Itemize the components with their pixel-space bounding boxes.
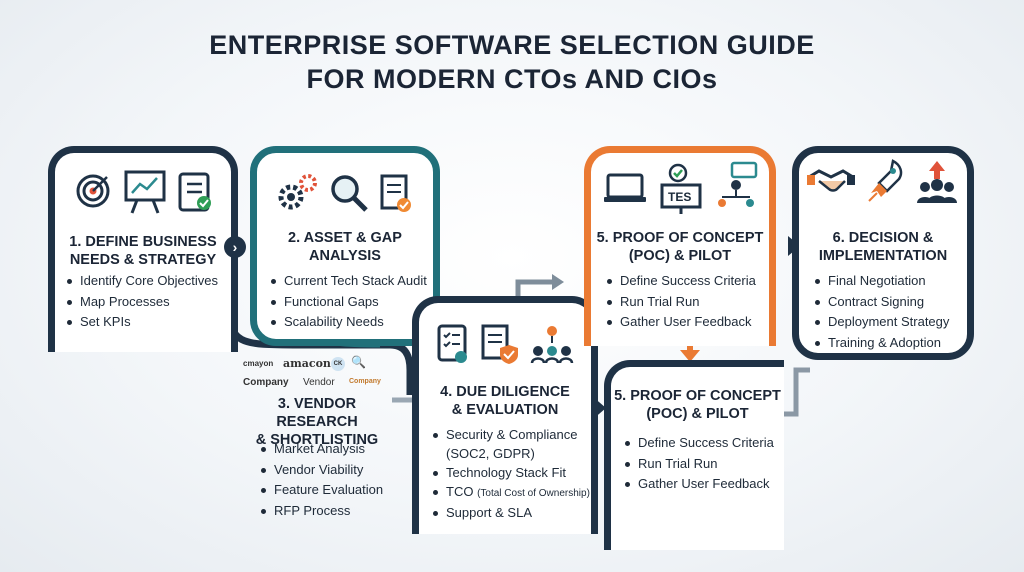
vendor-logo: cmayon bbox=[243, 359, 274, 368]
list-item: Run Trial Run bbox=[607, 292, 756, 313]
magnifier-icon bbox=[331, 175, 368, 212]
document-check-icon bbox=[380, 174, 411, 212]
list-item: Security & Compliance(SOC2, GDPR) bbox=[433, 425, 590, 463]
list-item: Run Trial Run bbox=[625, 454, 774, 475]
vendor-logo: CK bbox=[331, 357, 345, 371]
step-3-bullets: Market Analysis Vendor Viability Feature… bbox=[261, 439, 383, 521]
chevron-right-icon: › bbox=[224, 236, 246, 258]
handshake-icon bbox=[807, 169, 855, 192]
list-item: Market Analysis bbox=[261, 439, 383, 460]
list-item: TCO (Total Cost of Ownership) bbox=[433, 482, 590, 503]
checklist-icon bbox=[178, 172, 211, 212]
list-item: Gather User Feedback bbox=[625, 474, 774, 495]
test-board-icon: TES bbox=[658, 161, 704, 215]
list-item: Vendor Viability bbox=[261, 460, 383, 481]
list-item: RFP Process bbox=[261, 501, 383, 522]
team-network-icon bbox=[530, 326, 574, 364]
list-item: Support & SLA bbox=[433, 503, 590, 522]
page-title-line-2: FOR MODERN CTOs AND CIOs bbox=[306, 64, 718, 94]
step-1-title: 1. DEFINE BUSINESS NEEDS & STRATEGY bbox=[69, 234, 217, 268]
step-4-card: 4. DUE DILIGENCE & EVALUATION Security &… bbox=[412, 296, 598, 534]
list-item: Feature Evaluation bbox=[261, 480, 383, 501]
page-title-line-1: ENTERPRISE SOFTWARE SELECTION GUIDE bbox=[209, 30, 815, 60]
laptop-icon bbox=[604, 173, 646, 202]
rocket-icon bbox=[868, 159, 903, 202]
step-1-bullets: Identify Core Objectives Map Processes S… bbox=[67, 271, 218, 333]
target-icon bbox=[76, 174, 110, 208]
step-2-card: 2. ASSET & GAP ANALYSIS Current Tech Sta… bbox=[250, 146, 440, 346]
list-item: Training & Adoption bbox=[815, 333, 949, 354]
list-item: Define Success Criteria bbox=[625, 433, 774, 454]
list-item: Final Negotiation bbox=[815, 271, 949, 292]
step-2-title: 2. ASSET & GAP ANALYSIS bbox=[288, 230, 402, 264]
team-growth-icon bbox=[917, 161, 957, 203]
gears-icon bbox=[278, 174, 317, 210]
list-item: Contract Signing bbox=[815, 292, 949, 313]
connector-4-5 bbox=[515, 279, 552, 300]
shield-document-icon bbox=[481, 324, 518, 364]
vendor-logo: Company bbox=[349, 378, 381, 385]
step-4-bullets: Security & Compliance(SOC2, GDPR) Techno… bbox=[433, 425, 590, 522]
step-6-bullets: Final Negotiation Contract Signing Deplo… bbox=[815, 271, 949, 353]
connector-5b-6 bbox=[778, 367, 810, 417]
step-5-card: TES 5. PROOF OF CONCEPT (POC) & PILOT De… bbox=[584, 146, 776, 346]
list-item: Set KPIs bbox=[67, 312, 218, 333]
step-5b-bullets: Define Success Criteria Run Trial Run Ga… bbox=[625, 433, 774, 495]
checklist-icon bbox=[437, 324, 467, 363]
list-item: Functional Gaps bbox=[271, 292, 427, 313]
step-5-title: 5. PROOF OF CONCEPT (POC) & PILOT bbox=[596, 230, 764, 264]
vendor-logo: Vendor bbox=[303, 377, 335, 388]
step-6-title: 6. DECISION & IMPLEMENTATION bbox=[818, 230, 948, 264]
vendor-logos: cmayon amacon CK 🔍 Company Vendor Compan… bbox=[239, 355, 409, 393]
step-5-bullets: Define Success Criteria Run Trial Run Ga… bbox=[607, 271, 756, 333]
arrow-5-down bbox=[680, 350, 700, 362]
step-6-card: 6. DECISION & IMPLEMENTATION Final Negot… bbox=[792, 146, 974, 360]
search-icon: 🔍 bbox=[351, 355, 366, 369]
vendor-logo: Company bbox=[243, 377, 289, 388]
list-item: Deployment Strategy bbox=[815, 312, 949, 333]
arrow-4-5 bbox=[552, 274, 564, 290]
step-3-title: 3. VENDOR RESEARCH & SHORTLISTING bbox=[255, 396, 379, 448]
list-item: Gather User Feedback bbox=[607, 312, 756, 333]
test-label: TES bbox=[668, 190, 692, 204]
list-item: Technology Stack Fit bbox=[433, 463, 590, 482]
list-item: Identify Core Objectives bbox=[67, 271, 218, 292]
step-5b-title: 5. PROOF OF CONCEPT (POC) & PILOT bbox=[614, 388, 781, 422]
list-item: Scalability Needs bbox=[271, 312, 427, 333]
step-1-card: 1. DEFINE BUSINESS NEEDS & STRATEGY Iden… bbox=[48, 146, 238, 352]
org-chart-icon bbox=[718, 161, 758, 207]
step-4-title: 4. DUE DILIGENCE & EVALUATION bbox=[440, 384, 570, 418]
step-5b-card: 5. PROOF OF CONCEPT (POC) & PILOT Define… bbox=[604, 360, 784, 550]
step-2-bullets: Current Tech Stack Audit Functional Gaps… bbox=[271, 271, 427, 333]
list-item: Current Tech Stack Audit bbox=[271, 271, 427, 292]
list-item: Define Success Criteria bbox=[607, 271, 756, 292]
vendor-logo: amacon bbox=[283, 357, 331, 370]
list-item: Map Processes bbox=[67, 292, 218, 313]
step-3-card: cmayon amacon CK 🔍 Company Vendor Compan… bbox=[232, 350, 402, 530]
presentation-board-icon bbox=[124, 170, 166, 214]
